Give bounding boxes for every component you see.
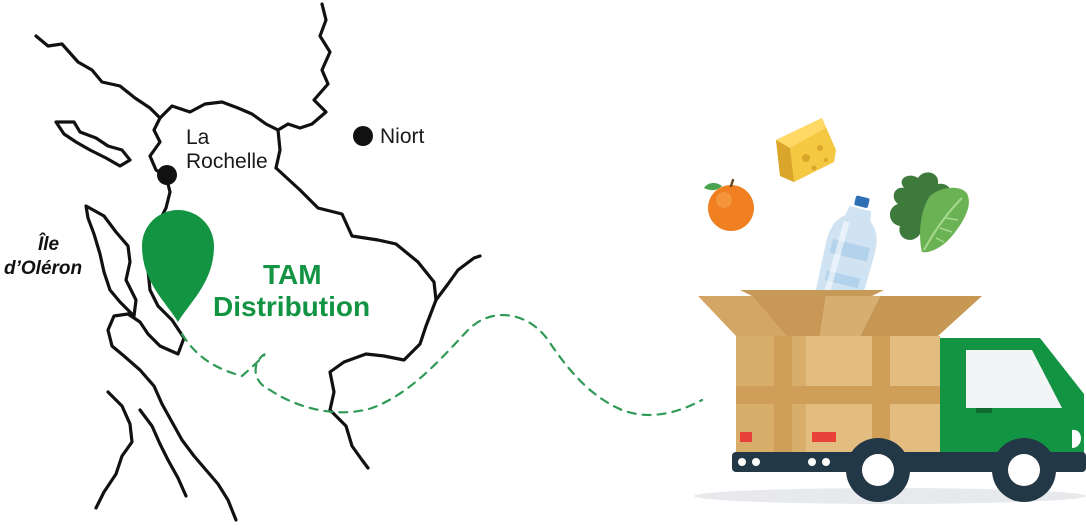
la-rochelle-label-line1: La bbox=[186, 126, 210, 149]
water-bottle-icon bbox=[814, 195, 877, 314]
ile-d-oleron-label-line1: Île bbox=[38, 233, 60, 255]
la-rochelle-city-dot-icon bbox=[157, 165, 177, 185]
rear-wheel bbox=[846, 438, 910, 502]
orange-icon bbox=[704, 178, 754, 231]
ile-de-re bbox=[54, 120, 132, 168]
front-wheel bbox=[992, 438, 1056, 502]
department-border bbox=[274, 166, 438, 470]
gironde-estuary bbox=[94, 390, 134, 510]
coastline-south bbox=[106, 218, 238, 522]
coastline-north bbox=[34, 34, 280, 132]
delivery-route bbox=[180, 314, 704, 416]
brand-line2: Distribution bbox=[213, 291, 370, 322]
regional-map bbox=[34, 2, 482, 522]
river-east bbox=[434, 254, 482, 302]
border-east bbox=[274, 2, 332, 170]
ile-d-oleron bbox=[84, 204, 138, 318]
coastline-la-rochelle bbox=[148, 116, 172, 222]
la-rochelle-label-line2: Rochelle bbox=[186, 150, 268, 173]
estuary-inner bbox=[138, 408, 188, 498]
brand-line1: TAM bbox=[263, 259, 322, 290]
lettuce-icon bbox=[889, 172, 969, 253]
location-pin-icon bbox=[142, 210, 214, 322]
delivery-truck-icon bbox=[694, 290, 1086, 504]
niort-city-dot-icon bbox=[353, 126, 373, 146]
niort-label: Niort bbox=[380, 125, 425, 148]
cheese-icon bbox=[776, 118, 836, 182]
ile-d-oleron-label-line2: d’Oléron bbox=[4, 258, 82, 279]
